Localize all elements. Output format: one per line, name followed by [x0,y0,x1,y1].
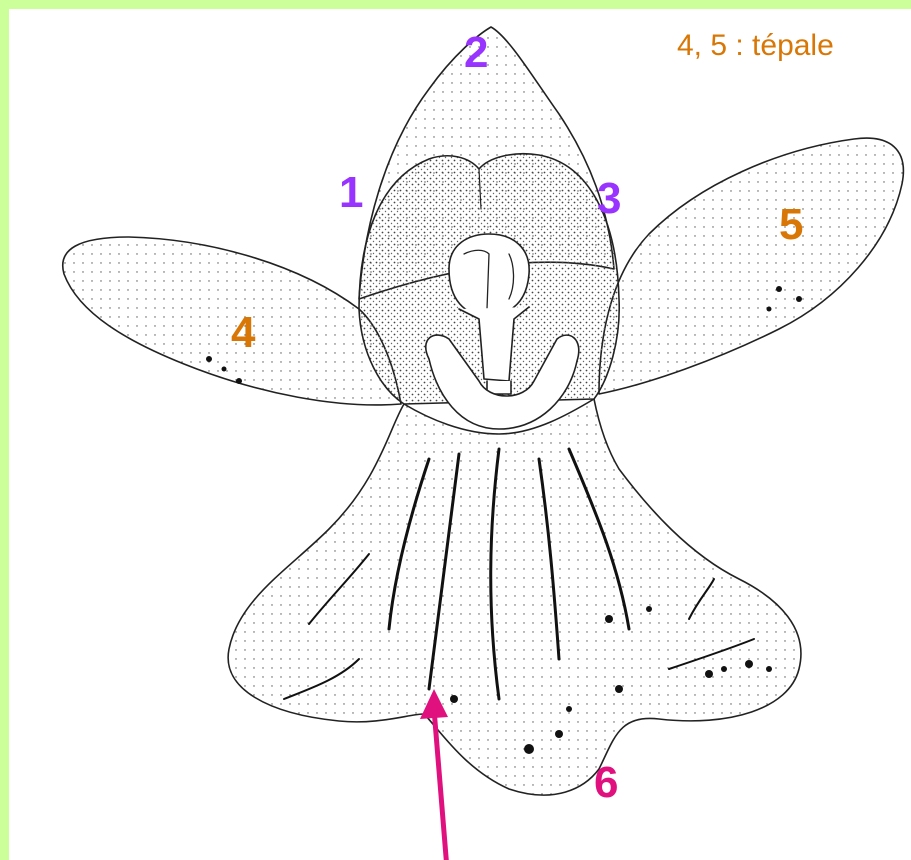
label-5: 5 [779,203,803,247]
label-1: 1 [339,171,363,215]
caption-tepal: 4, 5 : tépale [677,31,834,61]
right-tepal [599,138,903,394]
label-4: 4 [231,311,255,355]
orchid-flower-drawing [9,9,911,860]
label-2: 2 [464,31,488,75]
label-3: 3 [597,177,621,221]
labellum [228,399,801,795]
column [449,234,529,316]
label-6: 6 [594,761,618,805]
lip-pointer-arrow [420,689,448,860]
